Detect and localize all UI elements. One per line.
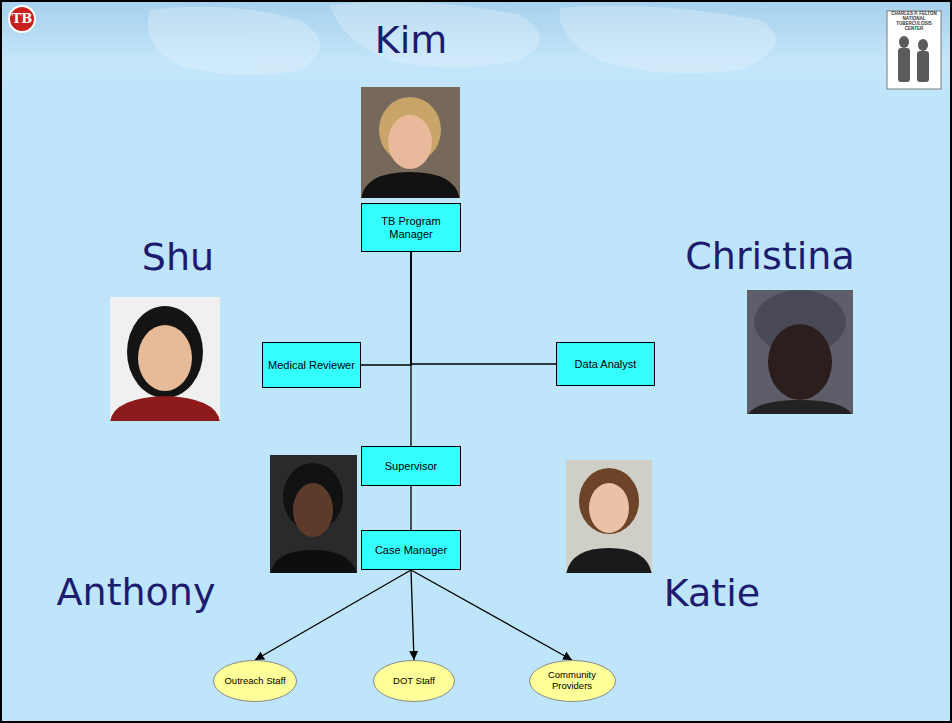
person-name: Katie (664, 573, 760, 615)
role-box: Medical Reviewer (262, 342, 361, 388)
role-name: Data Analyst (575, 358, 637, 371)
portrait-photo (361, 87, 460, 198)
role-name: Medical Reviewer (268, 359, 355, 372)
role-box: Data Analyst (556, 342, 655, 386)
logo-letters: TB (12, 12, 33, 26)
role-name: Case Manager (375, 544, 447, 557)
map-watermark (148, 2, 776, 75)
role-name: Supervisor (385, 460, 438, 473)
portrait-photo (270, 455, 357, 573)
org-connector (411, 570, 572, 660)
role-box: Case Manager (361, 530, 461, 570)
role-name: Outreach Staff (224, 676, 285, 687)
role-box: Supervisor (361, 446, 461, 486)
logo-figures (898, 36, 929, 82)
role-name: DOT Staff (393, 676, 435, 687)
org-connector (411, 252, 556, 364)
center-logo (887, 11, 941, 89)
org-connector (411, 570, 414, 660)
person-name: Shu (142, 237, 214, 279)
person-name: Kim (375, 20, 448, 62)
org-connector (410, 252, 411, 446)
person-name: Christina (685, 236, 854, 278)
org-connector (410, 486, 411, 530)
portrait-photo (566, 460, 652, 573)
portrait-photo (110, 297, 220, 421)
staff-oval: DOT Staff (373, 660, 455, 702)
org-connector (361, 252, 411, 365)
role-name: TB Program Manager (366, 215, 456, 240)
portrait-photo (747, 290, 853, 414)
org-connector (255, 570, 411, 660)
logo-caption: CHARLES P. FELTON NATIONAL TUBERCULOSIS … (889, 12, 939, 32)
header-band (0, 0, 952, 90)
person-name: Anthony (57, 572, 216, 614)
staff-oval: Outreach Staff (213, 660, 297, 702)
role-name: Community Providers (540, 670, 604, 692)
staff-oval: Community Providers (529, 660, 616, 702)
role-box: TB Program Manager (361, 203, 461, 252)
tb-logo (9, 6, 35, 32)
